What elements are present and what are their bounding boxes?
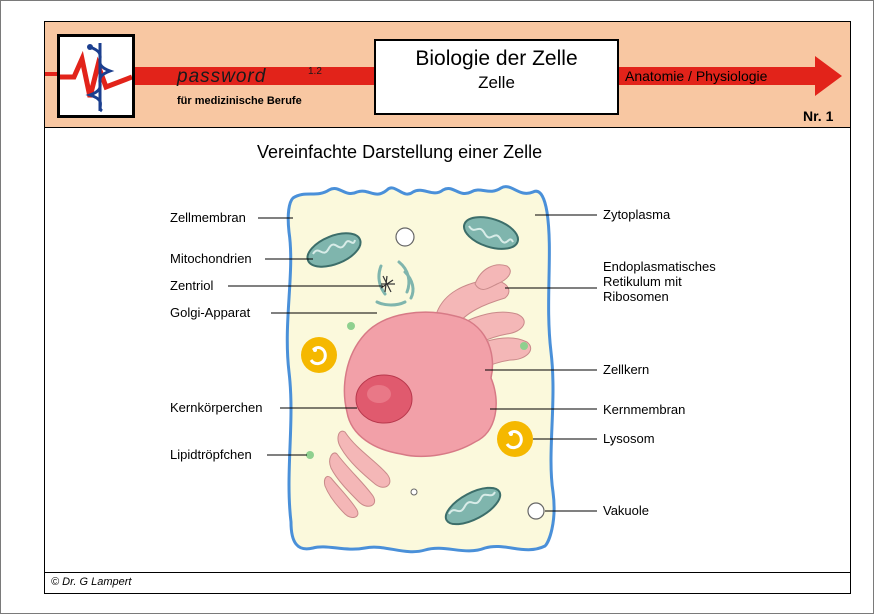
vacuole-top [395, 227, 415, 247]
mitochondrion-3 [444, 486, 502, 526]
page-subtitle: Zelle [478, 73, 515, 92]
vacuole-bottom [527, 502, 545, 520]
er-lower [324, 430, 391, 518]
brand-version: 1.2 [308, 66, 322, 77]
section-label: Anatomie / Physiologie [625, 68, 768, 84]
brand-name: password [177, 66, 267, 87]
label-zellkern: Zellkern [603, 362, 650, 377]
golgi-apparatus [375, 260, 415, 307]
footer-divider [45, 572, 850, 573]
label-kernkoerperchen: Kernkörperchen [170, 400, 263, 415]
label-er: Endoplasmatisches Retikulum mit Ribosome… [603, 259, 716, 304]
lysosome-1 [301, 337, 337, 373]
label-zytoplasma: Zytoplasma [603, 207, 671, 222]
label-er-line3: Ribosomen [603, 289, 669, 304]
label-golgi: Golgi-Apparat [170, 305, 251, 320]
mitochondrion-2 [463, 216, 519, 250]
mitochondrion-1 [306, 232, 362, 268]
lysosome-2 [497, 421, 533, 457]
copyright: © Dr. G Lampert [51, 576, 132, 588]
page-title: Biologie der Zelle [415, 47, 578, 70]
brand-subtitle: für medizinische Berufe [177, 95, 302, 107]
sheet-number: Nr. 1 [803, 108, 834, 124]
header-banner: password 1.2 für medizinische Berufe Bio… [45, 22, 850, 128]
lipid-droplet-2 [520, 342, 528, 350]
lipid-droplet-3 [306, 451, 314, 459]
diagram-title: Vereinfachte Darstellung einer Zelle [257, 142, 543, 162]
label-er-line1: Endoplasmatisches [603, 259, 716, 274]
lipid-droplet-1 [347, 322, 355, 330]
label-lipidtroepfchen: Lipidtröpfchen [170, 447, 252, 462]
label-vakuole: Vakuole [603, 503, 650, 518]
label-kernmembran: Kernmembran [603, 402, 686, 417]
centriole [380, 275, 395, 293]
label-zellmembran: Zellmembran [170, 210, 246, 225]
card: password 1.2 für medizinische Berufe Bio… [44, 21, 851, 594]
caduceus-icon [60, 43, 133, 113]
leader-lines [228, 214, 597, 512]
title-box: Biologie der Zelle Zelle [374, 39, 619, 115]
label-zentriol: Zentriol [170, 278, 214, 293]
label-lysosom: Lysosom [603, 431, 655, 446]
logo [57, 34, 135, 118]
label-mitochondrien: Mitochondrien [170, 251, 252, 266]
label-er-line2: Retikulum mit [603, 274, 682, 289]
cell-diagram [228, 185, 597, 554]
